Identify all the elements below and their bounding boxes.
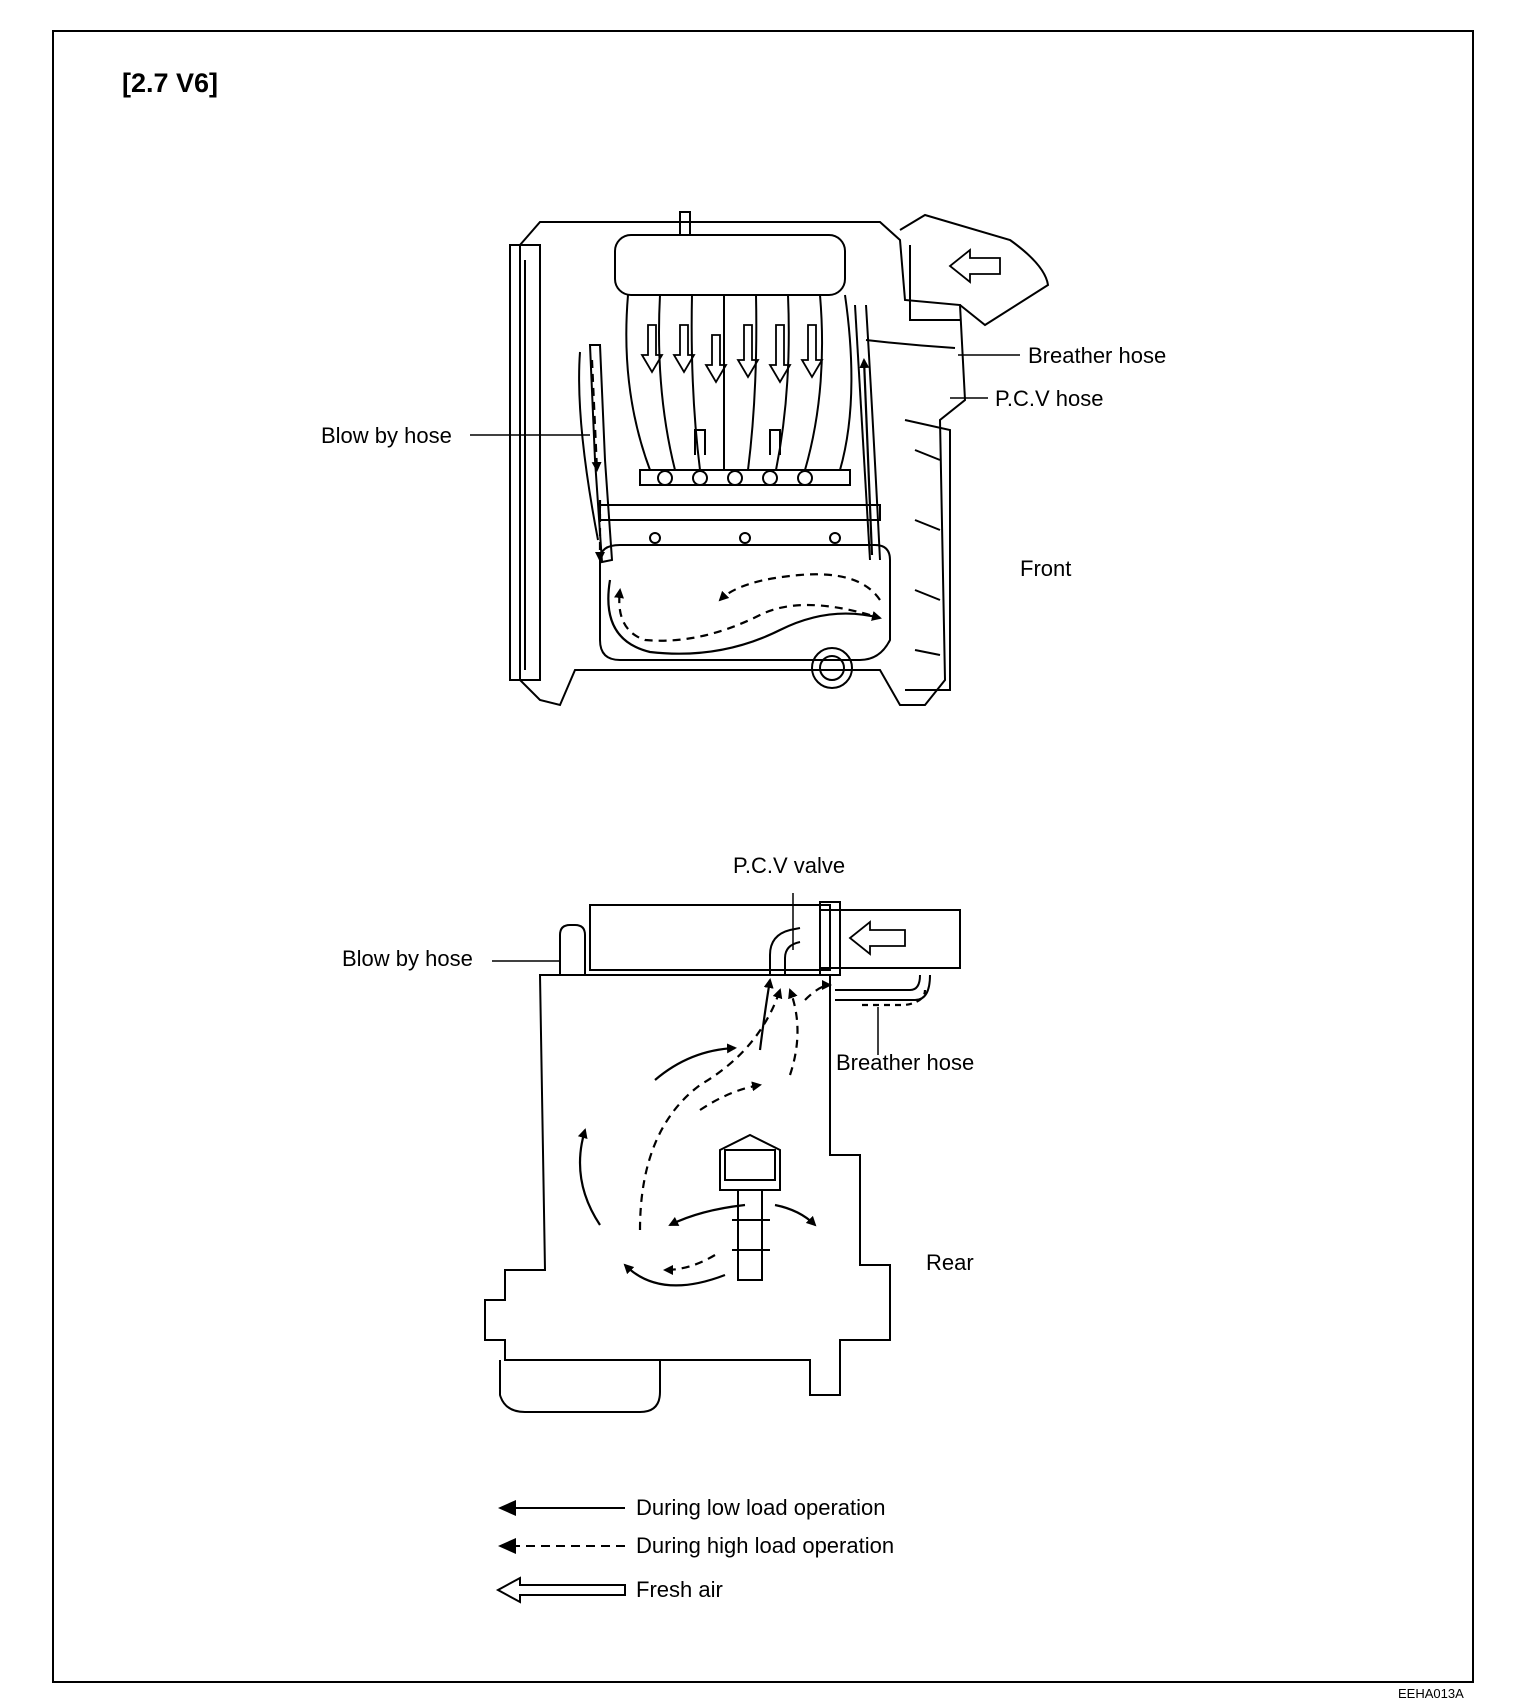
top-pcv-hose-label: P.C.V hose [995,386,1104,411]
diagram-frame [52,30,1474,1683]
engine-side-view [484,901,961,1413]
side-blow-by-hose-label: Blow by hose [342,946,473,971]
page-title: [2.7 V6] [122,68,219,98]
side-pcv-valve-label: P.C.V valve [733,853,846,878]
rear-label: Rear [926,1250,974,1275]
legend-high-load-label: During high load operation [636,1533,895,1558]
top-blow-by-hose-label: Blow by hose [321,423,452,448]
figure-code: EEHA013A [1398,1686,1464,1701]
top-view-leaders [470,354,1020,436]
dashed-arrow-icon [498,1538,625,1554]
engine-top-view [509,211,1050,707]
crankcase-flow-side [577,978,927,1287]
side-fresh-air-arrow [848,920,906,956]
hollow-arrow-icon [495,1576,626,1604]
top-breather-hose-label: Breather hose [1028,343,1167,368]
legend-low-load-label: During low load operation [636,1495,886,1520]
side-breather-hose-label: Breather hose [836,1050,975,1075]
solid-arrow-icon [498,1500,625,1516]
front-label: Front [1020,556,1072,581]
intake-flow-arrows [640,248,1001,384]
legend-fresh-air-label: Fresh air [636,1577,723,1602]
crankcase-flow-top [590,358,882,655]
side-view-leaders [492,893,879,1055]
